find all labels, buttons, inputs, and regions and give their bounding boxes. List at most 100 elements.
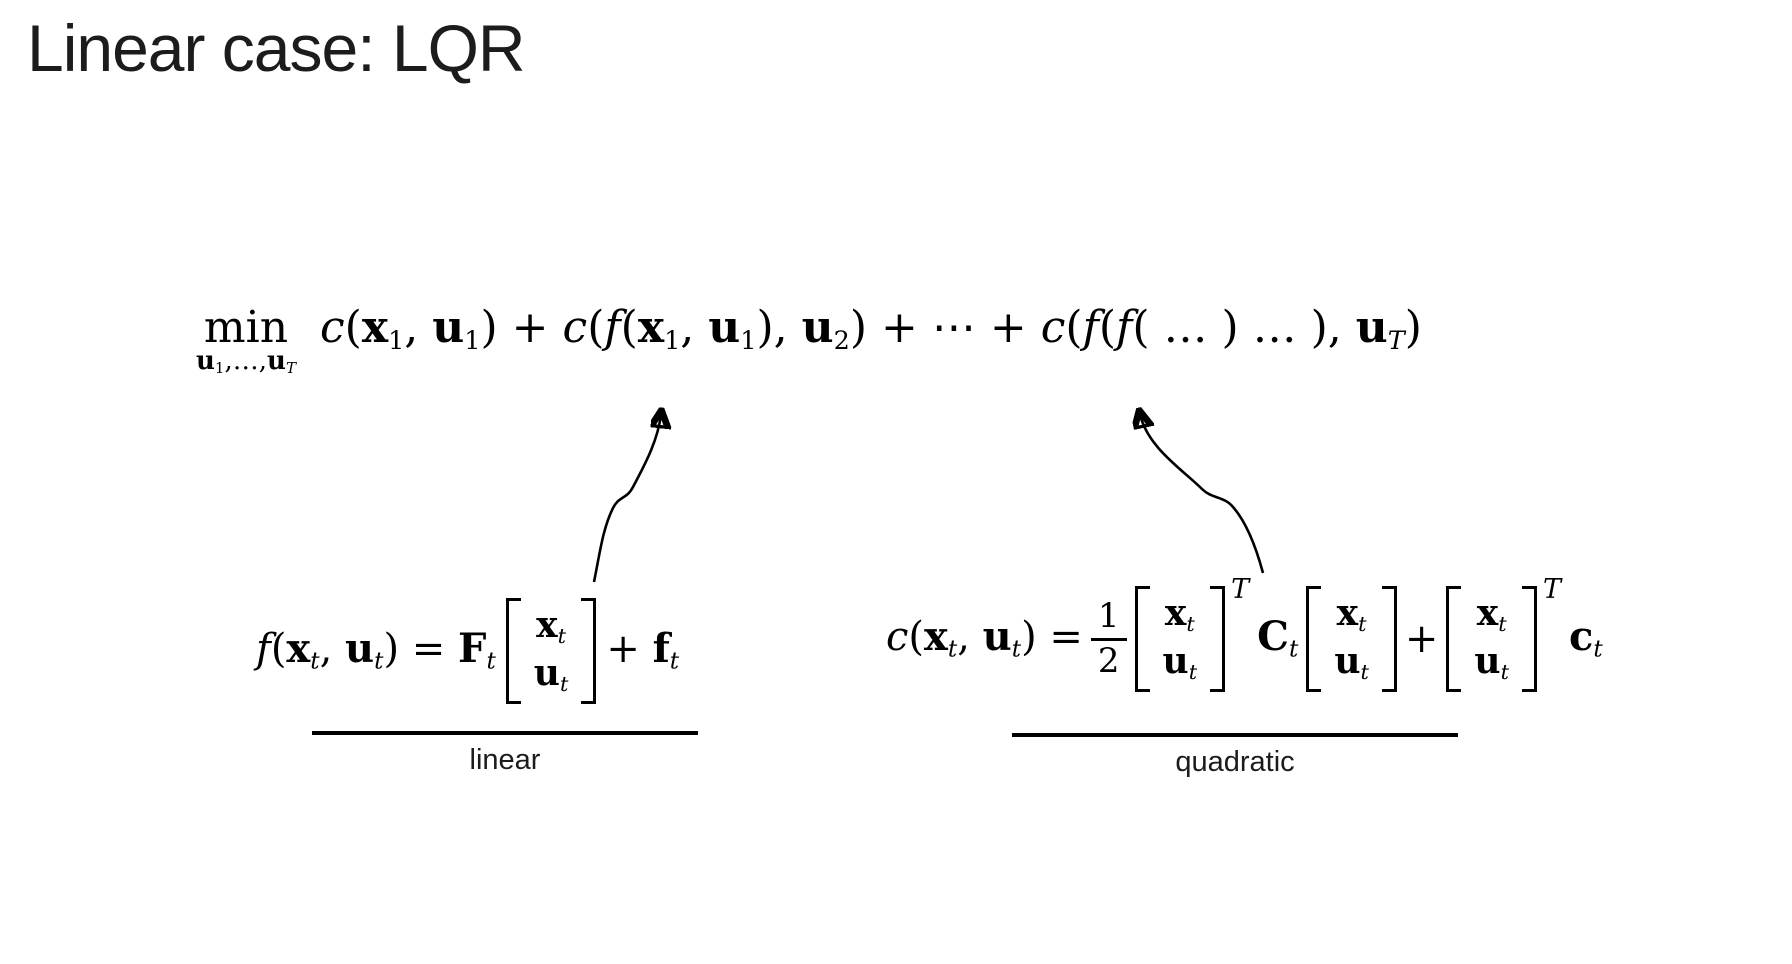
math-token: , [404, 302, 433, 353]
math-subscript: 1 [214, 359, 225, 378]
vector-column: xt ut [1150, 586, 1211, 693]
arrow-to-final-cost-term [1140, 414, 1265, 574]
math-token: c [562, 302, 588, 353]
vector-row-x: xt [534, 606, 569, 648]
dynamics-lhs: f(xt, ut) = Ft [256, 626, 496, 675]
math-subscript: 1 [464, 326, 481, 357]
math-subscript: T [285, 359, 296, 378]
state-action-vector: xt ut [1134, 585, 1226, 693]
math-token: ( [1065, 302, 1083, 353]
one-half-fraction: 1 2 [1090, 595, 1127, 679]
vector-u: u [1162, 639, 1189, 682]
math-token: u1 [708, 302, 757, 357]
state-action-vector: xt ut [1446, 585, 1537, 693]
math-subscript: t [310, 647, 320, 675]
math-subscript: T [1387, 326, 1405, 357]
math-token: , [319, 626, 346, 673]
plus-operator: + [1405, 616, 1439, 662]
right-bracket [1521, 585, 1537, 693]
math-token: ( [1098, 302, 1117, 353]
math-subscript: t [486, 647, 496, 675]
left-bracket [1306, 585, 1322, 693]
math-token: f [1116, 302, 1133, 353]
math-token: ) = [1021, 614, 1083, 661]
math-token: ft [652, 625, 680, 675]
math-subscript: t [1011, 635, 1022, 663]
math-subscript: 1 [740, 326, 757, 357]
math-token: uT [267, 345, 296, 378]
math-subscript: t [1593, 635, 1603, 663]
math-token: x1 [637, 302, 681, 357]
right-bracket [1210, 585, 1226, 693]
math-token: c [886, 614, 909, 661]
fraction-bar [1090, 637, 1127, 641]
math-token: ( [620, 302, 638, 353]
cost-equation: c(xt, ut) = 1 2 xt ut T Ct xt ut + [886, 574, 1603, 702]
math-subscript: 1 [664, 326, 681, 357]
math-token: ut [345, 625, 384, 675]
math-token: u1 [432, 302, 481, 357]
math-token: ct [1569, 613, 1603, 663]
min-subscript: u1,…,uT [196, 348, 296, 376]
math-token: Ct [1257, 613, 1299, 663]
math-subscript: t [947, 635, 958, 663]
math-token: ( [344, 302, 362, 353]
vector-column: xt ut [1321, 586, 1382, 693]
arrow-to-second-cost-term [592, 414, 661, 583]
math-token: c [1040, 302, 1066, 353]
vector-u-subscript: t [1360, 659, 1369, 684]
cost-vector-c: ct [1569, 614, 1603, 663]
math-token: ,…, [224, 345, 268, 376]
math-token: x1 [361, 302, 405, 357]
math-token: Ft [458, 625, 496, 675]
math-token: xt [286, 625, 320, 675]
math-token: ( [908, 614, 925, 661]
vector-x: x [1164, 591, 1187, 634]
vector-x-subscript: t [557, 623, 566, 648]
math-subscript: 1 [388, 326, 405, 357]
math-token: , [957, 614, 983, 661]
math-token: + [1404, 616, 1439, 662]
vector-x: x [1336, 591, 1359, 634]
vector-row-x: xt [1163, 591, 1198, 636]
math-token: ) + [480, 302, 563, 353]
math-token: ) + ⋯ + [849, 302, 1041, 353]
cost-lhs: c(xt, ut) = [886, 614, 1083, 663]
vector-u: u [533, 651, 560, 694]
math-token: xt [924, 613, 958, 663]
objective-expression: c(x1, u1) + c(f(x1, u1), u2) + ⋯ + c(f(f… [320, 302, 1422, 356]
quadratic-underline [1012, 733, 1458, 737]
math-subscript: t [374, 647, 384, 675]
vector-u-subscript: t [1188, 659, 1198, 684]
math-token: f [604, 302, 621, 353]
math-subscript: t [1288, 635, 1299, 663]
math-token: ), [756, 302, 802, 353]
slide-title: Linear case: LQR [27, 11, 526, 85]
math-token: u1 [196, 345, 225, 378]
state-action-vector: xt ut [505, 597, 597, 705]
vector-row-u: ut [1334, 642, 1369, 684]
quadratic-label: quadratic [1175, 746, 1295, 778]
math-token: ) = [383, 626, 459, 673]
right-bracket [581, 597, 597, 705]
vector-x-subscript: t [1498, 611, 1507, 636]
vector-u-subscript: t [1500, 659, 1509, 684]
transpose-superscript: T [1231, 574, 1250, 605]
vector-u: u [1474, 639, 1501, 682]
math-token: f [1082, 302, 1099, 353]
vector-row-u: ut [1162, 639, 1198, 684]
left-bracket [1446, 585, 1462, 693]
math-token: ( … ) … ), [1132, 302, 1356, 353]
vector-row-u: ut [1474, 639, 1509, 684]
vector-row-x: xt [1474, 594, 1509, 636]
objective-equation: min u1,…,uT c(x1, u1) + c(f(x1, u1), u2)… [196, 302, 1422, 376]
transpose-superscript: T [1542, 574, 1561, 605]
math-token: ) [1404, 302, 1422, 353]
fraction-numerator: 1 [1097, 595, 1120, 636]
math-token: u2 [801, 302, 850, 357]
math-subscript: 2 [833, 326, 850, 357]
vector-u-subscript: t [559, 671, 569, 696]
vector-row-u: ut [533, 651, 569, 696]
